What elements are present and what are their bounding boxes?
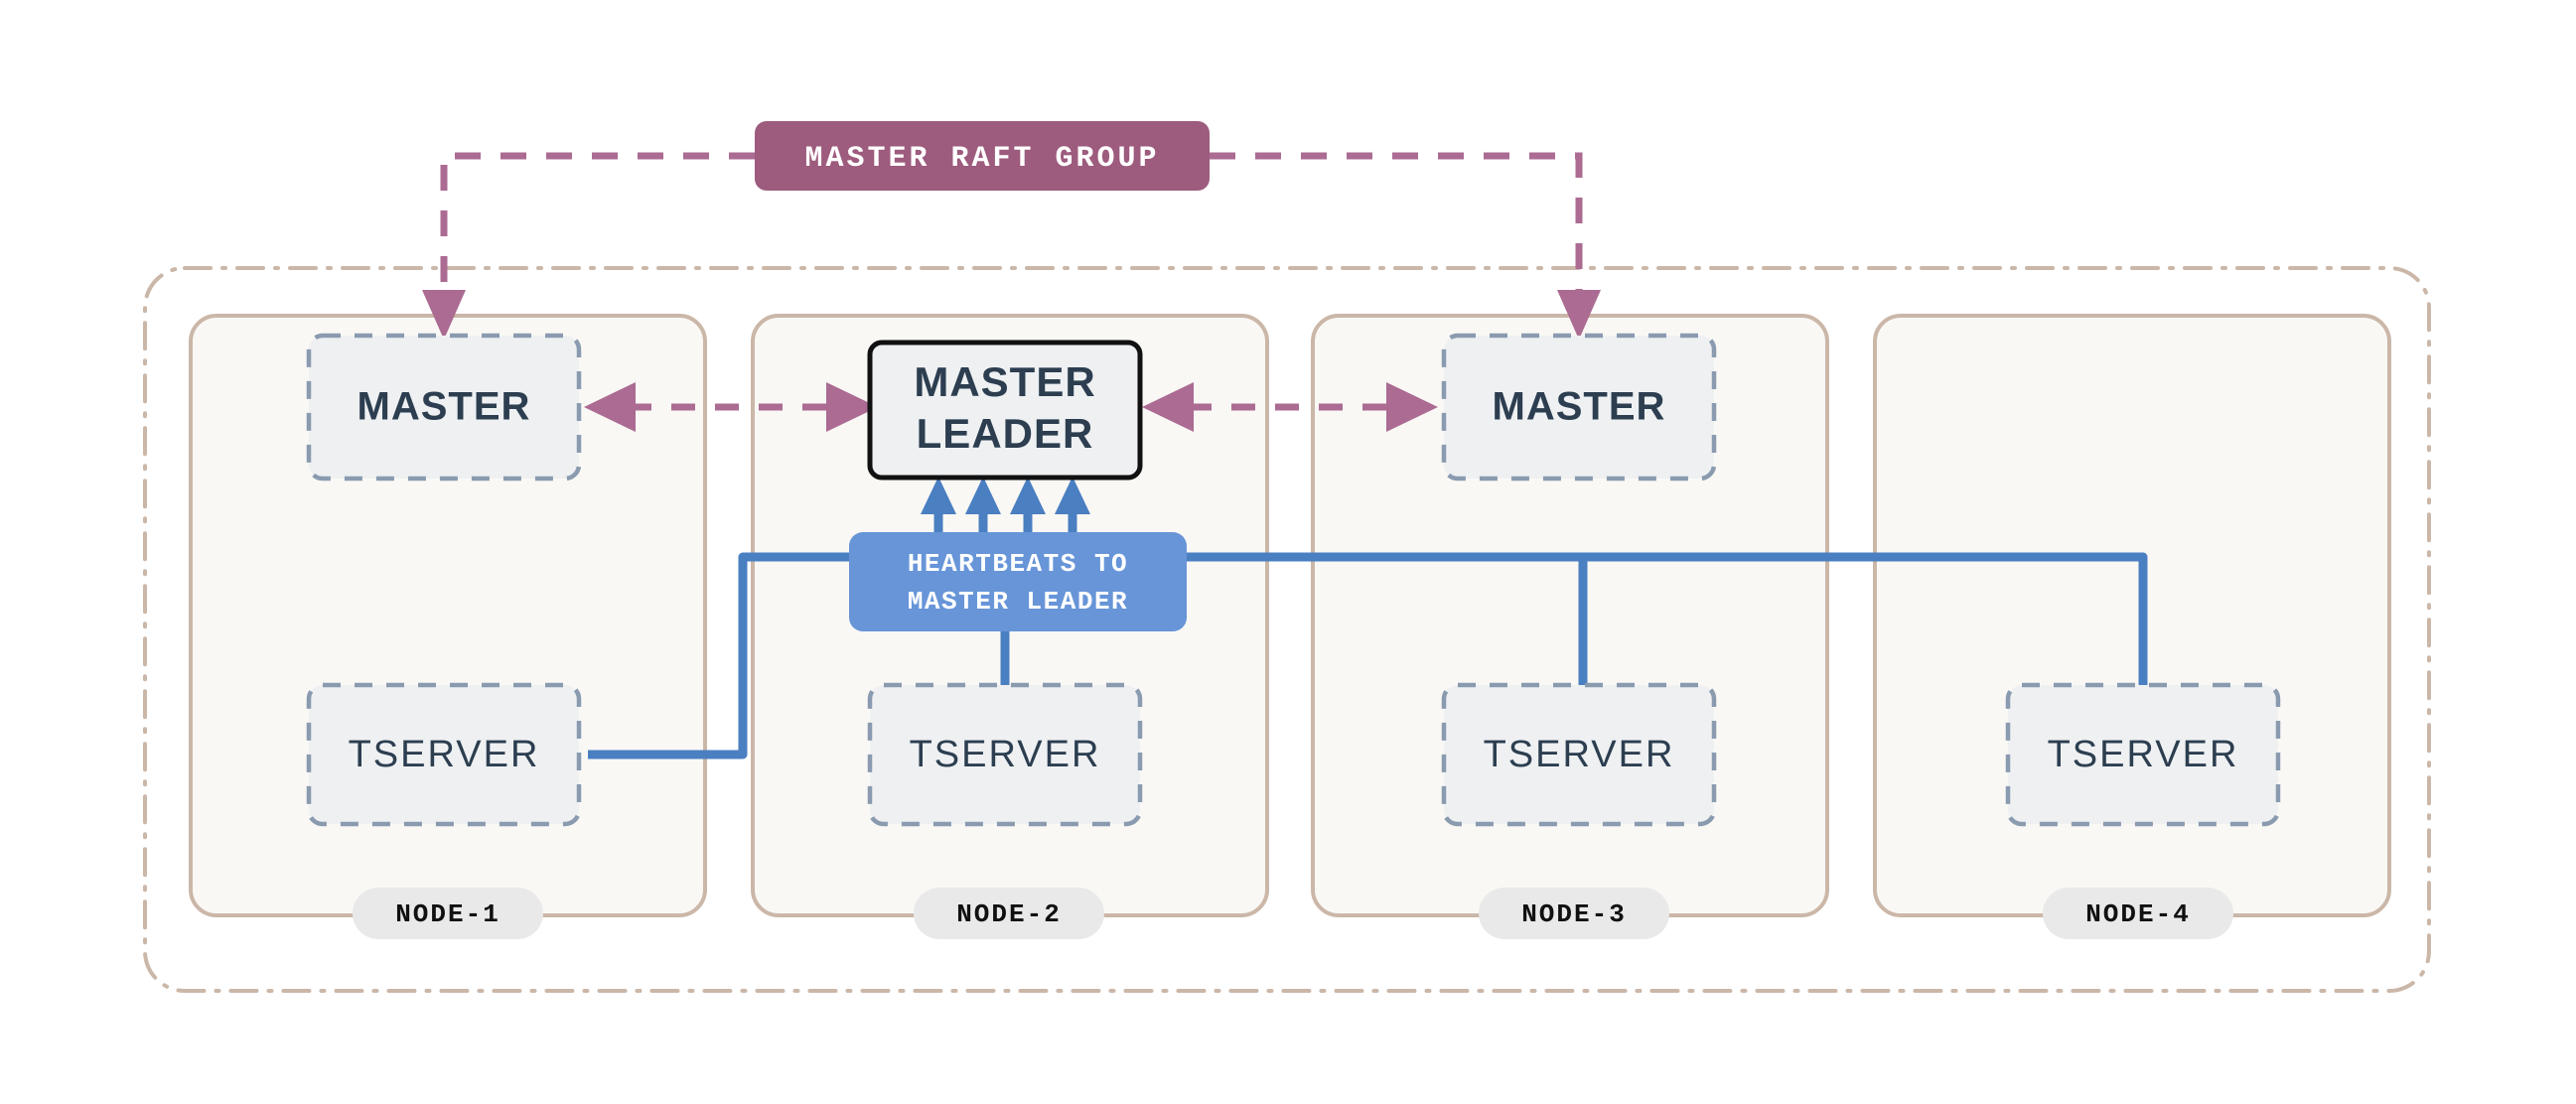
master-box-label-node-3: MASTER [1493,385,1666,429]
raft-peer-arrow-to-leader-left [826,382,878,432]
heartbeats-badge-line-1: HEARTBEATS TO [908,549,1128,579]
node-pill-node-4[interactable]: NODE-4 [2043,888,2233,939]
raft-peer-arrow-to-node-1 [584,382,636,432]
master-raft-group-label: MASTER RAFT GROUP [804,142,1159,176]
node-container-node-4[interactable] [1873,314,2391,917]
heartbeat-line-node-4 [1583,552,2148,685]
raft-peer-arrow-to-node-3 [1386,382,1438,432]
heartbeats-badge-line-2: MASTER LEADER [908,587,1128,617]
raft-peer-arrow-to-leader-right [1142,382,1194,432]
tserver-box-node-4[interactable]: TSERVER [2005,682,2281,827]
raft-arrowhead-node-1 [422,290,466,340]
master-leader-box-node-2[interactable]: MASTER LEADER [867,340,1143,481]
node-pill-node-3[interactable]: NODE-3 [1479,888,1669,939]
master-leader-label-line-2: LEADER [917,410,1094,457]
tserver-box-label-node-4: TSERVER [2048,734,2239,775]
cluster-boundary [143,266,2431,993]
master-box-node-3[interactable]: MASTER [1441,333,1717,482]
raft-arrowhead-node-3 [1557,290,1601,340]
tserver-box-label-node-3: TSERVER [1484,734,1675,775]
tserver-box-node-2[interactable]: TSERVER [867,682,1143,827]
node-pill-label-node-2: NODE-2 [956,899,1062,929]
node-pill-label-node-4: NODE-4 [2085,899,2191,929]
heartbeat-line-node-1 [588,552,852,759]
tserver-box-node-3[interactable]: TSERVER [1441,682,1717,827]
tserver-box-label-node-1: TSERVER [349,734,540,775]
master-box-node-1[interactable]: MASTER [306,333,582,482]
raft-connector-left [440,152,755,298]
node-pill-node-2[interactable]: NODE-2 [914,888,1104,939]
master-box-label-node-1: MASTER [358,385,531,429]
tserver-box-node-1[interactable]: TSERVER [306,682,582,827]
tserver-box-label-node-2: TSERVER [910,734,1101,775]
raft-connector-right [1210,152,1583,298]
node-pill-label-node-1: NODE-1 [395,899,501,929]
node-pill-label-node-3: NODE-3 [1521,899,1627,929]
node-pill-node-1[interactable]: NODE-1 [353,888,543,939]
heartbeats-badge[interactable]: HEARTBEATS TO MASTER LEADER [849,532,1187,631]
master-leader-label-line-1: MASTER [914,358,1095,405]
master-raft-group-badge[interactable]: MASTER RAFT GROUP [755,121,1210,191]
